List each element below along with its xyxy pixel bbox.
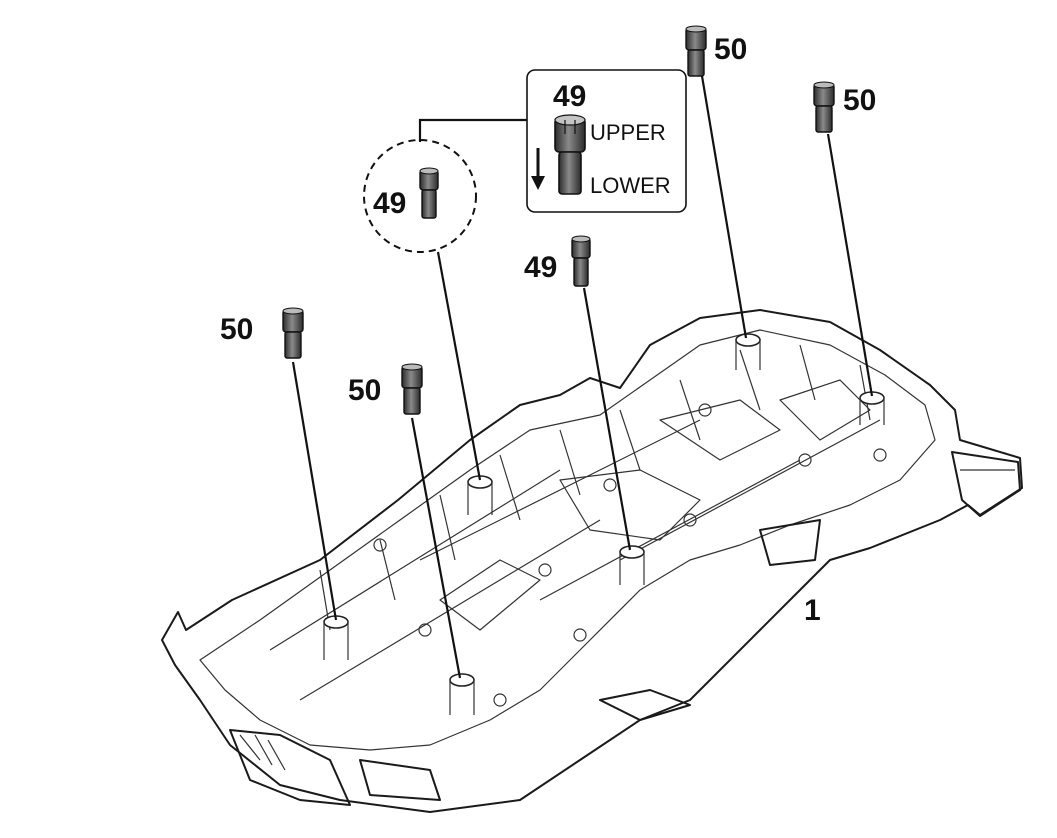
mounting-bosses [323, 333, 885, 715]
pin-50-rear-left [685, 25, 707, 77]
callouts: 49 UPPER LOWER 50 50 49 49 50 50 1 [220, 33, 876, 627]
callout-49-circle: 49 [373, 187, 406, 220]
inset-lower-label: LOWER [590, 173, 671, 198]
boss-rear-right [859, 391, 885, 425]
orientation-inset [526, 69, 687, 213]
pin-49-mid-center [571, 235, 591, 287]
pin-50-front-center [401, 363, 423, 415]
inset-pin-49 [554, 114, 586, 195]
boss-mid-center [619, 545, 645, 585]
pin-49-mid-left [419, 167, 439, 219]
boss-front-center [449, 673, 475, 715]
leader-lines [291, 75, 874, 679]
car-body-shell [161, 309, 1023, 813]
detail-highlight-circle [363, 139, 477, 253]
callout-50-rear-right: 50 [843, 84, 876, 117]
boss-rear-left [735, 333, 761, 370]
callout-50-front-left: 50 [220, 313, 253, 346]
inset-upper-label: UPPER [590, 120, 666, 145]
callout-49-center: 49 [524, 251, 557, 284]
pin-50-rear-right [813, 81, 835, 133]
pins [282, 25, 835, 415]
boss-front-left [323, 615, 349, 660]
callout-50-front-center: 50 [348, 374, 381, 407]
callout-50-rear-left: 50 [714, 33, 747, 66]
callout-inset-49: 49 [553, 80, 586, 113]
callout-body-1: 1 [804, 594, 821, 627]
pin-50-front-left [282, 307, 304, 359]
boss-mid-left [467, 475, 493, 515]
down-arrow-icon [531, 148, 545, 190]
